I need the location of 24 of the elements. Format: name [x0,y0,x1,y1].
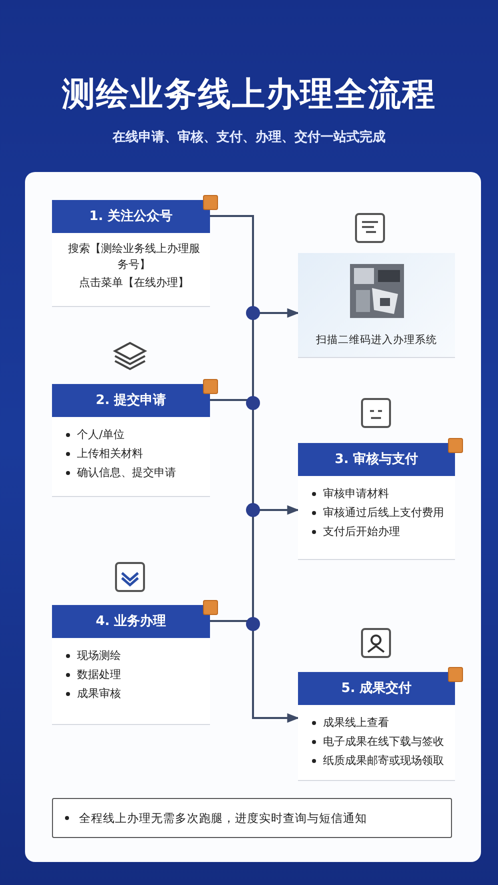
step-description: 点击菜单【在线办理】 [78,275,190,291]
subtitle: 在线申请、审核、支付、办理、交付一站式完成 [111,128,386,146]
step-item: 数据处理 [77,667,121,682]
title: 测绘业务线上办理全流程 [60,73,437,115]
step-heading: 5. 成果交付 [298,672,455,705]
step-item: 成果线上查看 [323,715,389,730]
step-item: 确认信息、提交申请 [77,465,176,480]
note-box [52,798,452,838]
step-item: 个人/单位 [77,427,125,442]
step-heading: 3. 审核与支付 [298,443,455,476]
step-item: 上传相关材料 [77,446,143,461]
step-item: 电子成果在线下载与签收 [323,734,444,749]
step-item: 现场测绘 [77,648,121,663]
step-description: 搜索【测绘业务线上办理服务号】 [67,241,201,273]
step-item: 审核通过后线上支付费用 [323,505,444,520]
step-item: 审核申请材料 [323,486,389,501]
step-item: 支付后开始办理 [323,524,400,539]
step-item: 纸质成果邮寄或现场领取 [323,753,444,768]
step-heading: 4. 业务办理 [52,605,210,638]
step-heading: 2. 提交申请 [52,384,210,417]
step-item: 成果审核 [77,686,121,701]
step-heading: 1. 关注公众号 [52,200,210,233]
note-text: 全程线上办理无需多次跑腿，进度实时查询与短信通知 [79,810,367,826]
scan-caption: 扫描二维码进入办理系统 [315,333,438,347]
